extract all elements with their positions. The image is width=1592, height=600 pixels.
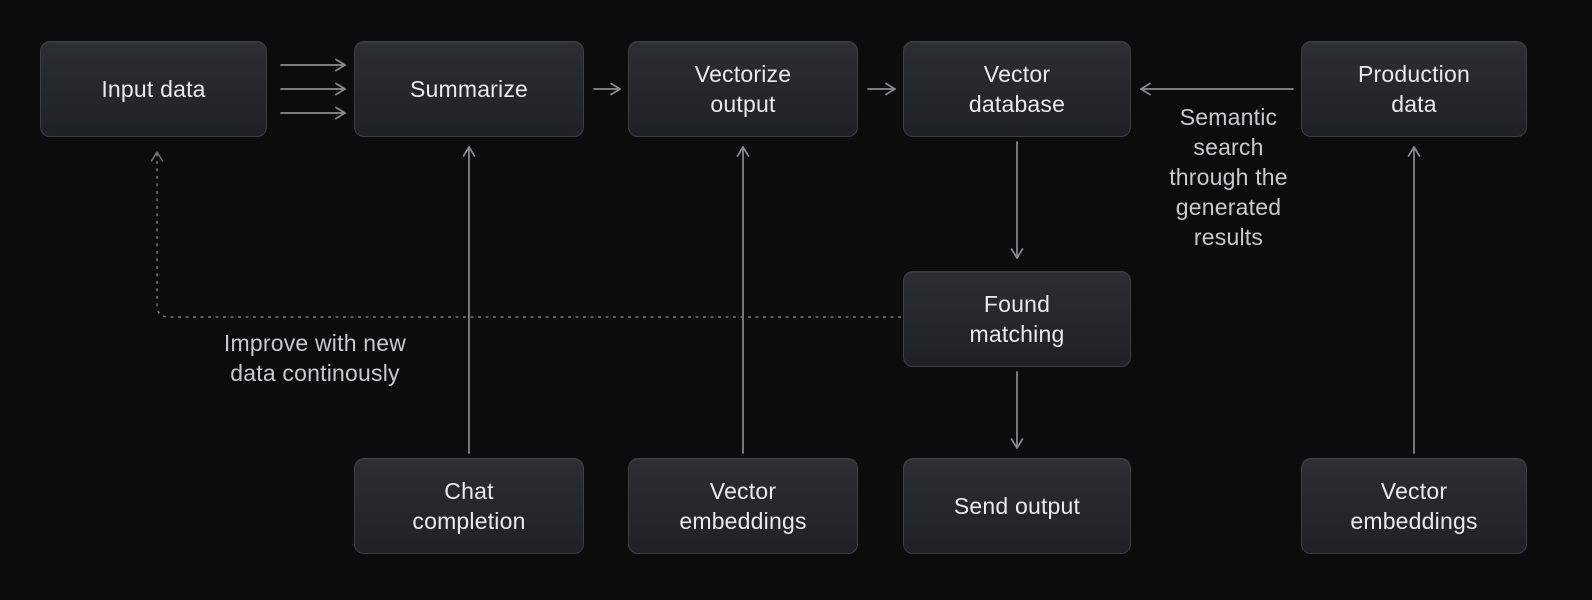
annotation-line: through the xyxy=(1169,164,1288,190)
node-chat-completion: Chat completion xyxy=(354,458,584,554)
node-label: embeddings xyxy=(1350,508,1478,534)
node-label: Vector xyxy=(1380,478,1448,504)
annotation-improve: Improve with new data continously xyxy=(190,328,440,388)
annotation-line: search xyxy=(1193,134,1264,160)
node-label: Chat xyxy=(444,478,494,504)
node-vector-embeddings-right: Vector embeddings xyxy=(1301,458,1527,554)
node-send-output: Send output xyxy=(903,458,1131,554)
node-label: Summarize xyxy=(409,76,529,102)
node-label: embeddings xyxy=(679,508,807,534)
node-vector-embeddings-left: Vector embeddings xyxy=(628,458,858,554)
node-label: Vectorize xyxy=(694,61,792,87)
node-label: data xyxy=(1391,91,1437,117)
node-label: Input data xyxy=(101,76,206,102)
node-production-data: Production data xyxy=(1301,41,1527,137)
node-label: Found xyxy=(983,291,1051,317)
annotation-line: results xyxy=(1193,224,1264,250)
node-label: Vector xyxy=(709,478,777,504)
arrow-found-to-input-dashed xyxy=(150,151,901,318)
node-summarize: Summarize xyxy=(354,41,584,137)
node-vector-database: Vector database xyxy=(903,41,1131,137)
node-label: Vector xyxy=(983,61,1051,87)
node-label: Send output xyxy=(953,493,1081,519)
node-vectorize-output: Vectorize output xyxy=(628,41,858,137)
node-label: matching xyxy=(969,321,1065,347)
annotation-line: Semantic xyxy=(1179,104,1278,130)
annotation-line: generated xyxy=(1175,194,1282,220)
node-label: output xyxy=(710,91,776,117)
annotation-semantic-search: Semantic search through the generated re… xyxy=(1146,102,1311,252)
node-found-matching: Found matching xyxy=(903,271,1131,367)
node-label: Production xyxy=(1358,61,1470,87)
node-label: database xyxy=(968,91,1066,117)
annotation-line: data continously xyxy=(230,360,400,386)
annotation-line: Improve with new xyxy=(223,330,407,356)
node-label: completion xyxy=(412,508,526,534)
node-input-data: Input data xyxy=(40,41,267,137)
